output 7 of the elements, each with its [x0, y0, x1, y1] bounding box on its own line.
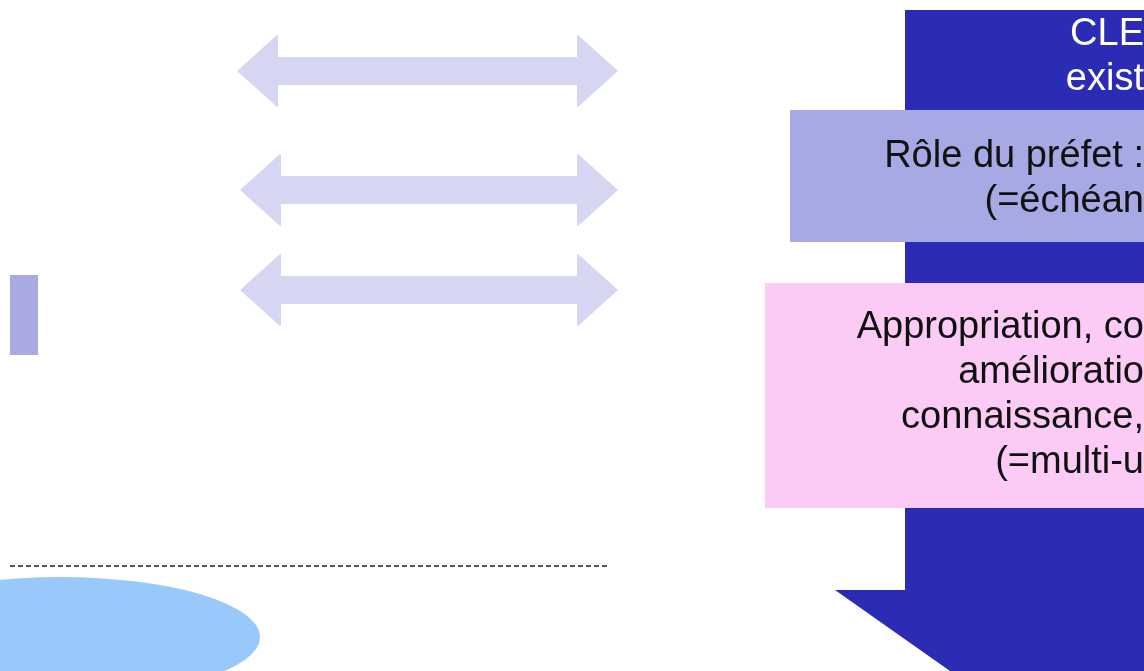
box-shape: [10, 275, 38, 355]
box-text: Rôle du préfet : (=échéan: [883, 132, 1144, 222]
box-text: CLE exist: [1064, 10, 1144, 100]
box-text: Appropriation, co amélioratio connaissance, (=multi-u: [855, 303, 1144, 483]
text-box: [790, 110, 1144, 242]
text-box: [765, 283, 1144, 508]
down-arrow-band: [905, 10, 1144, 110]
